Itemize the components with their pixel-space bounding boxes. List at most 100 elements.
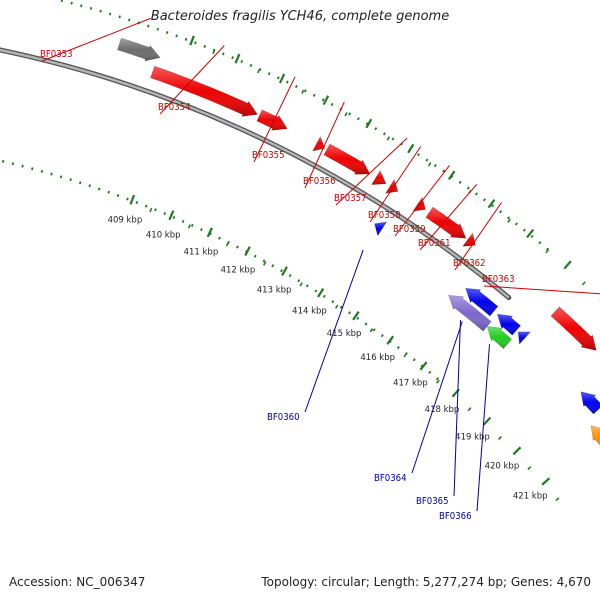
gene-label-bf0363[interactable]: BF0363 xyxy=(482,274,515,285)
gene-label-leader xyxy=(483,285,600,295)
inner-tick-mark xyxy=(281,266,288,277)
gene-bf0364-feature[interactable] xyxy=(496,313,521,336)
outer-tick-mark xyxy=(407,143,415,154)
gene-bf0353-feature[interactable] xyxy=(117,37,161,62)
gene-label-bf0361[interactable]: BF0361 xyxy=(418,238,451,249)
gene-bf0360-feature[interactable] xyxy=(374,221,388,237)
scale-tick-label: 414 kbp xyxy=(292,307,327,317)
gene-bf0356-arrow-shading xyxy=(323,143,370,175)
gene-label-leader xyxy=(394,165,450,237)
inner-minor-tick xyxy=(498,436,502,441)
scale-tick-label: 421 kbp xyxy=(513,492,548,502)
gene-bf0365-feature[interactable] xyxy=(448,294,492,332)
gene-bf0364-arrow-shading xyxy=(465,288,498,316)
gene-bf0366-arrow-shading xyxy=(487,326,512,349)
genome-backbone-highlight xyxy=(0,48,510,299)
scale-tick-label: 416 kbp xyxy=(360,353,395,363)
gene-bf0355-arrow-shading xyxy=(256,109,288,131)
outer-tick-mark xyxy=(365,118,373,129)
gene-bf0361-arrow-shading xyxy=(425,207,466,239)
scale-tick-label: 419 kbp xyxy=(455,433,490,443)
gene-label-bf0359[interactable]: BF0359 xyxy=(393,224,426,235)
gene-bf0353-arrow-shading xyxy=(117,38,161,61)
gene-label-leader xyxy=(476,344,490,512)
scale-tick-label: 409 kbp xyxy=(108,215,143,225)
gene-label-leader xyxy=(304,101,345,189)
scale-tick-label: 415 kbp xyxy=(327,329,362,339)
gene-bf0363-feature[interactable] xyxy=(550,306,597,351)
gene-label-bf0355[interactable]: BF0355 xyxy=(252,150,285,161)
gene-label-leader xyxy=(454,202,503,271)
gene-bf0365-arrow-shading xyxy=(448,295,492,332)
inner-tick-mark xyxy=(386,335,395,345)
genome-summary-text: Topology: circular; Length: 5,277,274 bp… xyxy=(261,575,591,589)
gene-bf0364-feature[interactable] xyxy=(517,331,532,345)
gene-label-leader xyxy=(453,319,461,497)
gene-bf0356-feature[interactable] xyxy=(323,143,371,175)
gene-bf0364-feature[interactable] xyxy=(580,391,600,415)
gene-label-bf0364[interactable]: BF0364 xyxy=(374,473,407,484)
scale-tick-label: 417 kbp xyxy=(393,378,428,388)
inner-minor-tick xyxy=(225,242,230,247)
outer-minor-tick xyxy=(344,112,348,117)
inner-minor-tick xyxy=(334,304,339,309)
gene-label-leader xyxy=(335,137,408,206)
inner-tick-mark xyxy=(352,311,360,321)
gene-label-leader xyxy=(419,183,478,251)
gene-label-bf0353[interactable]: BF0353 xyxy=(40,49,73,60)
scale-tick-label: 411 kbp xyxy=(184,247,219,257)
gene-bf0354-feature[interactable] xyxy=(150,65,258,117)
gene-label-bf0362[interactable]: BF0362 xyxy=(453,258,486,269)
inner-minor-tick xyxy=(299,282,303,287)
inner-tick-mark xyxy=(129,194,136,205)
outer-minor-tick xyxy=(301,89,305,94)
gene-offscreen-feature[interactable] xyxy=(590,425,600,452)
inner-minor-tick xyxy=(555,497,560,502)
gene-offscreen-arrow-shading xyxy=(590,425,600,445)
gene-label-bf0365[interactable]: BF0365 xyxy=(416,496,449,507)
scale-tick-label: 413 kbp xyxy=(257,285,292,295)
gene-label-bf0366[interactable]: BF0366 xyxy=(439,511,472,522)
gene-bf0362-feature[interactable] xyxy=(462,232,476,247)
inner-tick-mark xyxy=(419,361,428,371)
gene-label-bf0356[interactable]: BF0356 xyxy=(303,176,336,187)
genome-backbone xyxy=(0,47,512,301)
inner-minor-tick xyxy=(435,379,440,384)
gene-label-bf0358[interactable]: BF0358 xyxy=(368,210,401,221)
gene-bf0358-arrow-shading xyxy=(385,179,398,194)
outer-tick-mark xyxy=(189,35,195,46)
gene-bf0356-feature[interactable] xyxy=(312,135,326,152)
gene-bf0364-arrow-shading xyxy=(518,331,531,345)
outer-tick-mark xyxy=(234,53,241,64)
gene-label-bf0354[interactable]: BF0354 xyxy=(158,102,191,113)
gene-label-bf0360[interactable]: BF0360 xyxy=(267,412,300,423)
inner-minor-tick xyxy=(369,328,374,333)
gene-label-bf0357[interactable]: BF0357 xyxy=(334,193,367,204)
gene-bf0357-arrow-shading xyxy=(371,170,386,185)
gene-bf0364-feature[interactable] xyxy=(465,287,499,317)
scale-tick-label: 418 kbp xyxy=(425,405,460,415)
gene-label-leader xyxy=(304,249,364,413)
gene-bf0357-feature[interactable] xyxy=(371,169,387,185)
map-title: Bacteroides fragilis YCH46, complete gen… xyxy=(150,9,450,24)
gene-bf0356-arrow-shading xyxy=(312,136,325,151)
inner-tick-mark xyxy=(541,477,551,486)
gene-bf0355-feature[interactable] xyxy=(256,109,288,131)
scale-tick-label: 410 kbp xyxy=(146,231,181,241)
gene-bf0358-feature[interactable] xyxy=(384,178,399,194)
gene-bf0354-arrow-shading xyxy=(150,66,258,117)
gene-bf0364-arrow-shading xyxy=(580,391,600,414)
gene-bf0361-feature[interactable] xyxy=(425,206,467,239)
outer-tick-mark xyxy=(487,198,496,209)
inner-minor-tick xyxy=(149,207,153,213)
outer-minor-tick xyxy=(507,218,511,223)
gene-bf0360-arrow-shading xyxy=(374,221,387,236)
scale-tick-label: 420 kbp xyxy=(485,462,520,472)
inner-minor-tick xyxy=(263,261,267,266)
accession-text: Accession: NC_006347 xyxy=(9,575,146,589)
gene-bf0364-arrow-shading xyxy=(497,314,521,336)
gene-bf0366-feature[interactable] xyxy=(486,325,513,350)
outer-tick-mark xyxy=(563,260,572,270)
inner-tick-mark xyxy=(244,246,251,256)
